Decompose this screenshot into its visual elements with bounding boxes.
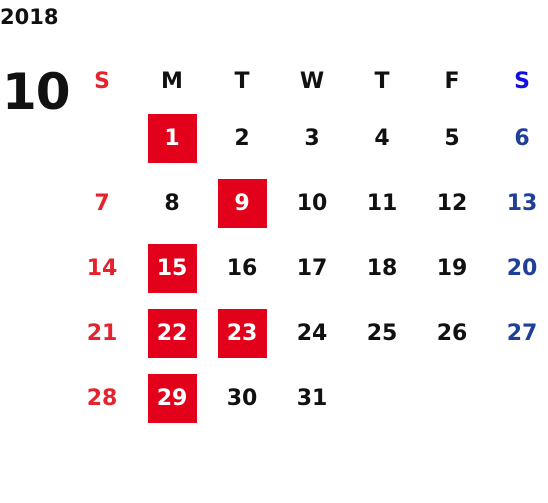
day-cell: 25	[347, 309, 417, 359]
day-cell: 14	[67, 244, 137, 294]
day-number: 5	[444, 126, 460, 151]
day-cell: 20	[487, 244, 548, 294]
day-cell: 13	[487, 179, 548, 229]
day-cell: 16	[207, 244, 277, 294]
day-cell-highlighted: 15	[137, 244, 207, 294]
day-cell: 31	[277, 374, 347, 424]
day-number: 3	[304, 126, 320, 151]
week-row: 1 2 3 4 5 6	[67, 106, 548, 171]
day-number: 1	[147, 114, 197, 163]
day-cell-empty	[487, 374, 548, 424]
day-cell: 3	[277, 114, 347, 164]
day-cell: 26	[417, 309, 487, 359]
day-number: 29	[147, 374, 197, 423]
day-number: 28	[86, 386, 118, 411]
weekday-wednesday: W	[299, 68, 325, 94]
day-number: 18	[366, 256, 398, 281]
day-cell-empty	[67, 114, 137, 164]
day-cell: 5	[417, 114, 487, 164]
day-number: 24	[296, 321, 328, 346]
day-cell: 12	[417, 179, 487, 229]
day-cell: 10	[277, 179, 347, 229]
week-row: 21 22 23 24 25 26 27	[67, 301, 548, 366]
week-row: 7 8 9 10 11 12 13	[67, 171, 548, 236]
day-cell: 18	[347, 244, 417, 294]
day-number: 7	[94, 191, 110, 216]
day-number	[498, 374, 547, 423]
day-cell: 2	[207, 114, 277, 164]
day-number: 22	[147, 309, 197, 358]
day-cell-highlighted: 23	[207, 309, 277, 359]
weekday-monday: M	[161, 68, 183, 94]
weekday-header-row: S M T W T F S	[67, 56, 548, 106]
day-number: 27	[506, 321, 538, 346]
day-number: 9	[217, 179, 267, 228]
day-cell: 30	[207, 374, 277, 424]
day-number: 20	[506, 256, 538, 281]
day-number	[428, 374, 477, 423]
day-number: 21	[86, 321, 118, 346]
day-cell: 21	[67, 309, 137, 359]
day-cell-highlighted: 29	[137, 374, 207, 424]
day-cell: 24	[277, 309, 347, 359]
day-cell-highlighted: 9	[207, 179, 277, 229]
day-number: 23	[217, 309, 267, 358]
day-number: 31	[296, 386, 328, 411]
day-number: 4	[374, 126, 390, 151]
day-number: 17	[296, 256, 328, 281]
weekday-friday: F	[444, 68, 460, 94]
day-number: 15	[147, 244, 197, 293]
week-row: 28 29 30 31	[67, 366, 548, 431]
day-number: 11	[366, 191, 398, 216]
day-cell-highlighted: 22	[137, 309, 207, 359]
day-cell: 7	[67, 179, 137, 229]
day-cell: 27	[487, 309, 548, 359]
day-number: 25	[366, 321, 398, 346]
day-cell: 8	[137, 179, 207, 229]
day-number: 14	[86, 256, 118, 281]
weekday-sunday: S	[94, 68, 110, 94]
day-number	[78, 114, 127, 163]
weekday-saturday: S	[514, 68, 530, 94]
day-number: 6	[514, 126, 530, 151]
day-cell: 11	[347, 179, 417, 229]
day-cell: 28	[67, 374, 137, 424]
day-number: 12	[436, 191, 468, 216]
day-number: 26	[436, 321, 468, 346]
weekday-thursday: T	[374, 68, 390, 94]
day-cell: 19	[417, 244, 487, 294]
day-number: 16	[226, 256, 258, 281]
day-number: 19	[436, 256, 468, 281]
day-cell-highlighted: 1	[137, 114, 207, 164]
day-cell-empty	[417, 374, 487, 424]
day-number: 30	[226, 386, 258, 411]
day-number: 8	[164, 191, 180, 216]
day-cell: 17	[277, 244, 347, 294]
day-cell: 4	[347, 114, 417, 164]
week-row: 14 15 16 17 18 19 20	[67, 236, 548, 301]
calendar-year: 2018	[0, 5, 59, 29]
day-cell-empty	[347, 374, 417, 424]
day-number: 13	[506, 191, 538, 216]
day-cell: 6	[487, 114, 548, 164]
day-number	[358, 374, 407, 423]
calendar-month: 10	[2, 63, 71, 121]
day-number: 2	[234, 126, 250, 151]
weekday-tuesday: T	[234, 68, 250, 94]
day-number: 10	[296, 191, 328, 216]
